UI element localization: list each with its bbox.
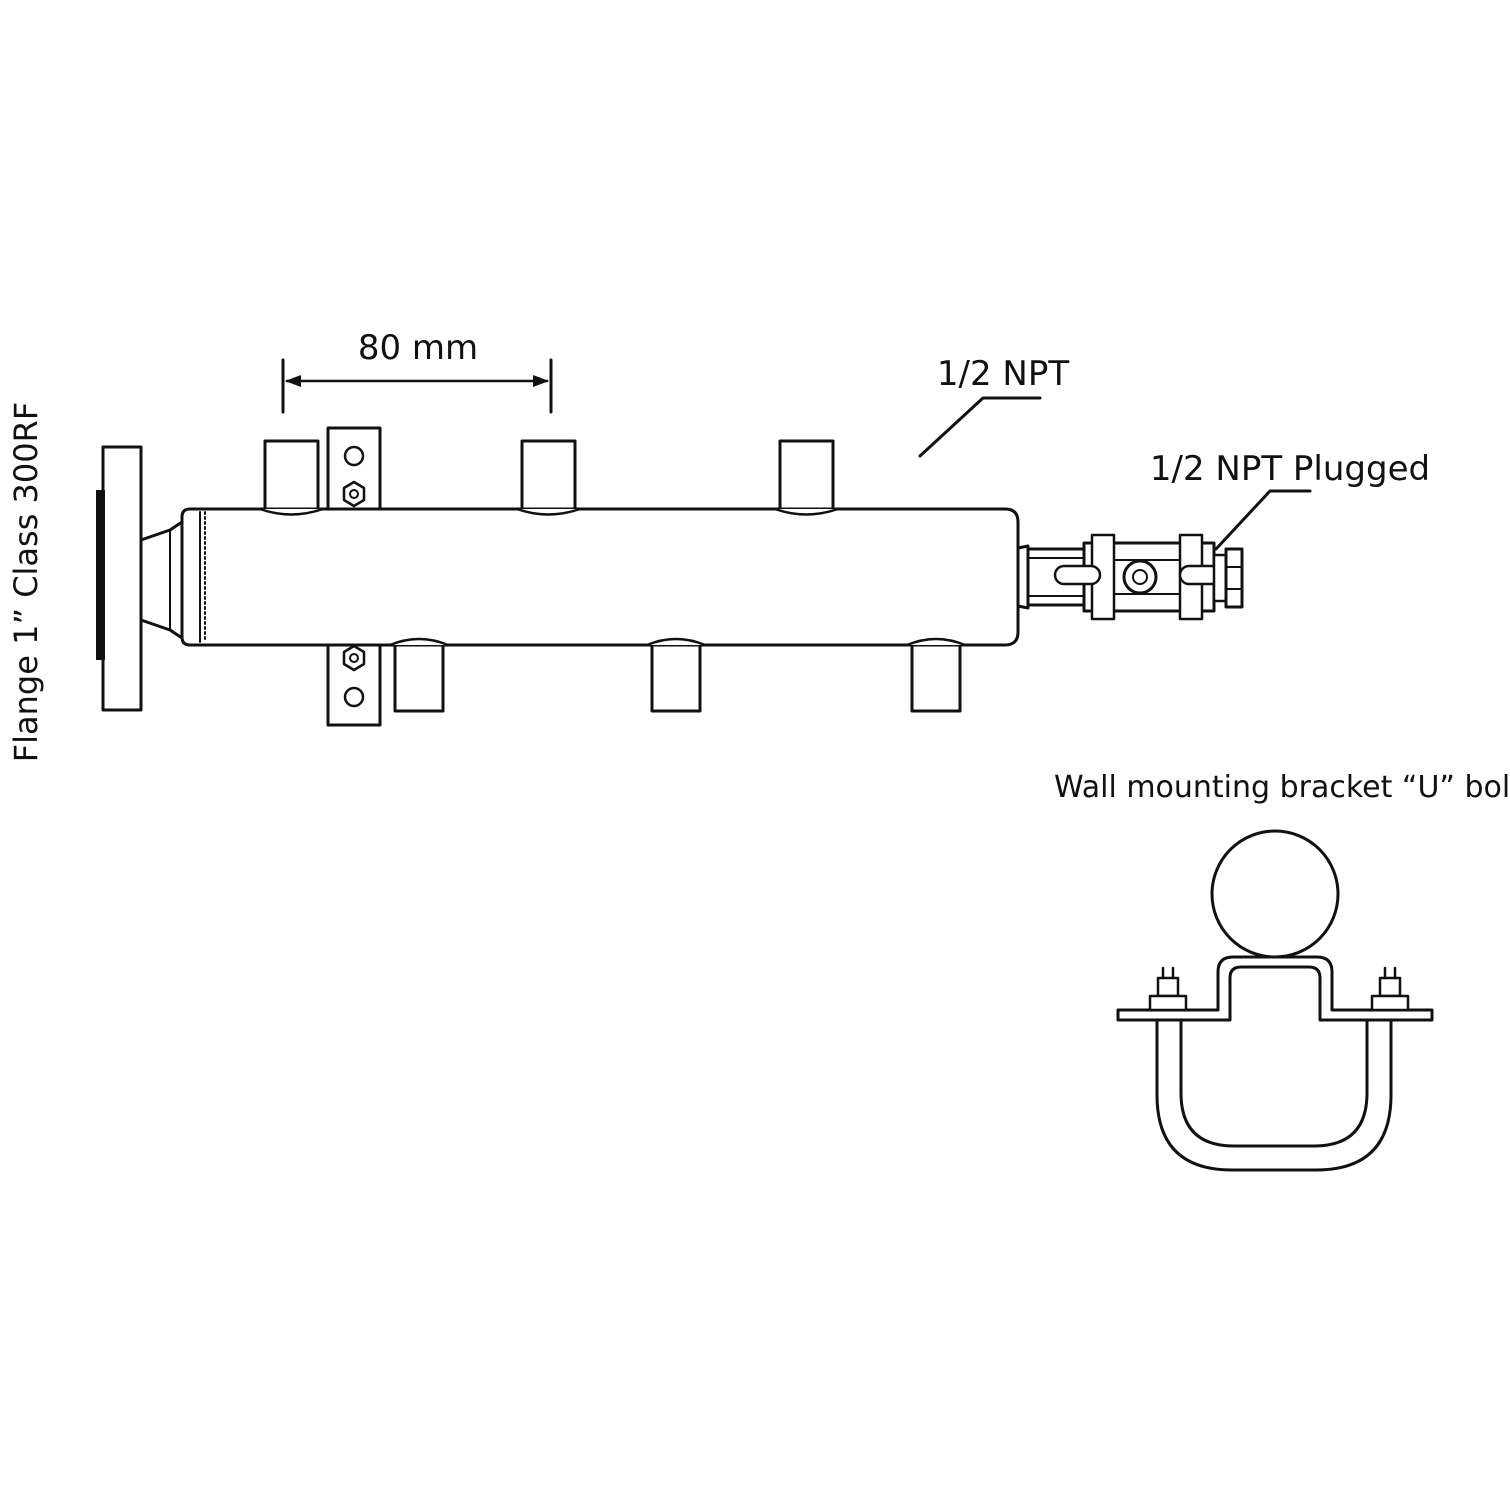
- u-bolt-bracket-diagram: [1116, 829, 1434, 1172]
- clamp-plate-bottom: [326, 643, 382, 727]
- bottom-outlet-port-1: [389, 637, 449, 713]
- manifold-pipe: [180, 507, 1020, 647]
- dimension-label: 80 mm: [358, 328, 478, 368]
- npt-plugged-label: 1/2 NPT Plugged: [1150, 449, 1430, 489]
- bottom-outlet-port-3: [906, 637, 966, 713]
- clamp-plate-top: [326, 426, 382, 511]
- flange-label: Flange 1” Class 300RF: [7, 402, 45, 763]
- top-outlet-port-1: [259, 439, 324, 516]
- npt-plugged-leader-line: [1214, 489, 1312, 551]
- npt-label: 1/2 NPT: [937, 354, 1069, 394]
- plugged-valve: [1053, 533, 1222, 621]
- bottom-outlet-port-2: [646, 637, 706, 713]
- npt-leader-line: [918, 396, 1042, 458]
- dimension-80mm: [281, 358, 553, 414]
- flange: [96, 445, 184, 712]
- top-outlet-port-3: [774, 439, 839, 516]
- npt-plug: [1212, 547, 1244, 609]
- top-outlet-port-2: [516, 439, 581, 516]
- bracket-label: Wall mounting bracket “U” bolt: [1054, 770, 1510, 805]
